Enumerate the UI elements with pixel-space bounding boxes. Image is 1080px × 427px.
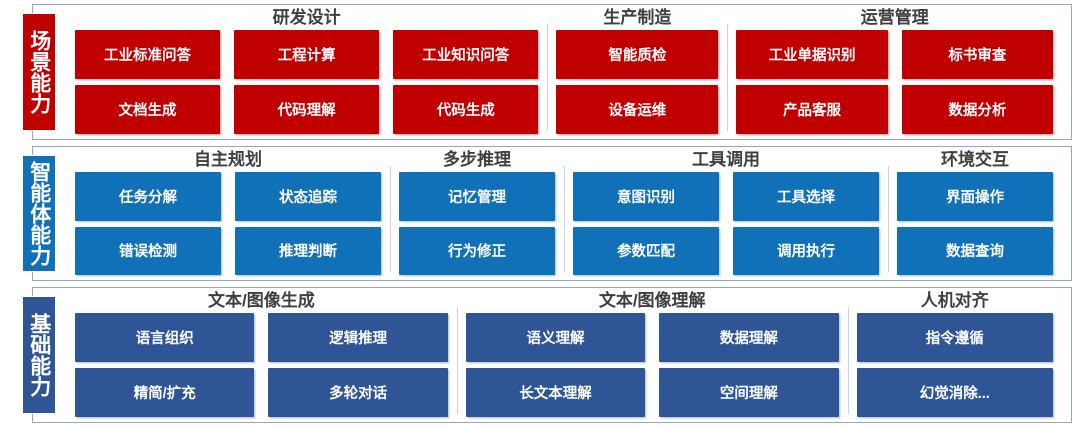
group-rows: 意图识别工具选择参数匹配调用执行 — [573, 171, 879, 276]
capability-cell[interactable]: 幻觉消除... — [856, 368, 1053, 418]
group-title: 自主规划 — [193, 149, 262, 169]
capability-cell[interactable]: 数据查询 — [896, 226, 1053, 276]
capability-cell[interactable]: 多轮对话 — [268, 368, 448, 418]
group-row: 工业单据识别标书审查 — [736, 30, 1054, 79]
capability-cell[interactable]: 产品客服 — [736, 84, 888, 134]
capability-group: 工具调用意图识别工具选择参数匹配调用执行 — [564, 150, 888, 276]
group-rows: 任务分解状态追踪错误检测推理判断 — [75, 171, 381, 276]
group-title: 环境交互 — [940, 149, 1009, 169]
group-title: 研发设计 — [272, 8, 341, 27]
band-tab-label[interactable]: 基础能力 — [22, 296, 56, 415]
group-title: 人机对齐 — [920, 291, 989, 311]
capability-cell[interactable]: 代码理解 — [234, 84, 380, 134]
capability-band: 场景能力研发设计工业标准问答工程计算工业知识问答文档生成代码理解代码生成生产制造… — [8, 4, 1072, 140]
capability-cell[interactable]: 参数匹配 — [573, 226, 719, 276]
group-title: 工具调用 — [691, 149, 760, 169]
capability-cell[interactable]: 指令遵循 — [856, 313, 1053, 363]
group-row: 文档生成代码理解代码生成 — [75, 84, 539, 134]
capability-cell[interactable]: 错误检测 — [75, 226, 221, 276]
group-rows: 工业标准问答工程计算工业知识问答文档生成代码理解代码生成 — [75, 30, 539, 134]
capability-band: 基础能力文本/图像生成语言组织逻辑推理精简/扩充多轮对话文本/图像理解语义理解数… — [8, 287, 1072, 424]
capability-group: 人机对齐指令遵循幻觉消除... — [847, 291, 1062, 418]
capability-cell[interactable]: 数据理解 — [659, 313, 839, 363]
capability-cell[interactable]: 工业单据识别 — [736, 30, 888, 79]
capability-cell[interactable]: 界面操作 — [896, 171, 1053, 221]
capability-cell[interactable]: 任务分解 — [75, 171, 221, 221]
band-tab-label[interactable]: 场景能力 — [22, 13, 56, 131]
group-title: 多步推理 — [442, 149, 511, 169]
capability-cell[interactable]: 工具选择 — [732, 171, 879, 221]
capability-cell[interactable]: 推理判断 — [234, 226, 381, 276]
capability-band: 智能体能力自主规划任务分解状态追踪错误检测推理判断多步推理记忆管理行为修正工具调… — [8, 145, 1072, 282]
capability-cell[interactable]: 意图识别 — [573, 171, 719, 221]
group-row: 设备运维 — [556, 84, 719, 134]
group-row: 数据查询 — [896, 226, 1053, 276]
capability-cell[interactable]: 长文本理解 — [465, 368, 646, 418]
group-row: 幻觉消除... — [856, 368, 1053, 418]
group-row: 指令遵循 — [856, 313, 1053, 363]
capability-cell[interactable]: 工业知识问答 — [393, 30, 539, 79]
group-rows: 指令遵循幻觉消除... — [856, 313, 1053, 418]
band-body: 自主规划任务分解状态追踪错误检测推理判断多步推理记忆管理行为修正工具调用意图识别… — [56, 146, 1072, 282]
group-row: 错误检测推理判断 — [75, 226, 381, 276]
group-row: 语言组织逻辑推理 — [75, 313, 448, 363]
capability-cell[interactable]: 行为修正 — [398, 226, 555, 276]
band-body: 研发设计工业标准问答工程计算工业知识问答文档生成代码理解代码生成生产制造智能质检… — [56, 4, 1072, 140]
capability-cell[interactable]: 语义理解 — [465, 313, 646, 363]
capability-cell[interactable]: 数据分析 — [901, 84, 1054, 134]
group-row: 任务分解状态追踪 — [75, 171, 381, 221]
capability-cell[interactable]: 设备运维 — [556, 84, 719, 134]
group-row: 记忆管理 — [398, 171, 555, 221]
band-body: 文本/图像生成语言组织逻辑推理精简/扩充多轮对话文本/图像理解语义理解数据理解长… — [56, 287, 1072, 423]
group-rows: 记忆管理行为修正 — [398, 171, 555, 276]
group-title: 生产制造 — [603, 8, 672, 27]
capability-group: 生产制造智能质检设备运维 — [547, 8, 727, 134]
group-rows: 界面操作数据查询 — [896, 171, 1053, 276]
capability-cell[interactable]: 工业标准问答 — [75, 30, 221, 79]
capability-cell[interactable]: 文档生成 — [75, 84, 221, 134]
capability-cell[interactable]: 记忆管理 — [398, 171, 555, 221]
group-row: 行为修正 — [398, 226, 555, 276]
capability-cell[interactable]: 标书审查 — [901, 30, 1054, 79]
capability-cell[interactable]: 工程计算 — [234, 30, 380, 79]
group-row: 精简/扩充多轮对话 — [75, 368, 448, 418]
group-rows: 工业单据识别标书审查产品客服数据分析 — [736, 30, 1054, 134]
capability-group: 研发设计工业标准问答工程计算工业知识问答文档生成代码理解代码生成 — [66, 8, 547, 134]
capability-cell[interactable]: 精简/扩充 — [75, 368, 255, 418]
group-row: 工业标准问答工程计算工业知识问答 — [75, 30, 539, 79]
group-rows: 语义理解数据理解长文本理解空间理解 — [465, 313, 839, 418]
group-row: 界面操作 — [896, 171, 1053, 221]
capability-cell[interactable]: 空间理解 — [659, 368, 839, 418]
capability-cell[interactable]: 调用执行 — [732, 226, 879, 276]
capability-group: 自主规划任务分解状态追踪错误检测推理判断 — [66, 150, 390, 276]
capability-cell[interactable]: 状态追踪 — [234, 171, 381, 221]
group-row: 智能质检 — [556, 30, 719, 79]
capability-group: 运营管理工业单据识别标书审查产品客服数据分析 — [727, 8, 1062, 134]
group-rows: 智能质检设备运维 — [556, 30, 719, 134]
group-rows: 语言组织逻辑推理精简/扩充多轮对话 — [75, 313, 448, 418]
capability-group: 环境交互界面操作数据查询 — [887, 149, 1062, 276]
capability-group: 多步推理记忆管理行为修正 — [389, 149, 564, 276]
capability-cell[interactable]: 语言组织 — [75, 313, 255, 363]
group-title: 文本/图像理解 — [598, 291, 706, 311]
group-row: 语义理解数据理解 — [465, 313, 839, 363]
group-title: 文本/图像生成 — [208, 291, 315, 311]
group-row: 长文本理解空间理解 — [465, 368, 839, 418]
group-row: 意图识别工具选择 — [573, 171, 879, 221]
capability-cell[interactable]: 智能质检 — [556, 30, 719, 79]
band-tab-label[interactable]: 智能体能力 — [22, 154, 56, 273]
group-row: 产品客服数据分析 — [736, 84, 1054, 134]
group-row: 参数匹配调用执行 — [573, 226, 879, 276]
group-title: 运营管理 — [860, 8, 929, 27]
capability-group: 文本/图像生成语言组织逻辑推理精简/扩充多轮对话 — [66, 291, 457, 418]
capability-cell[interactable]: 代码生成 — [393, 84, 539, 134]
capability-group: 文本/图像理解语义理解数据理解长文本理解空间理解 — [456, 291, 848, 418]
capability-cell[interactable]: 逻辑推理 — [268, 313, 448, 363]
